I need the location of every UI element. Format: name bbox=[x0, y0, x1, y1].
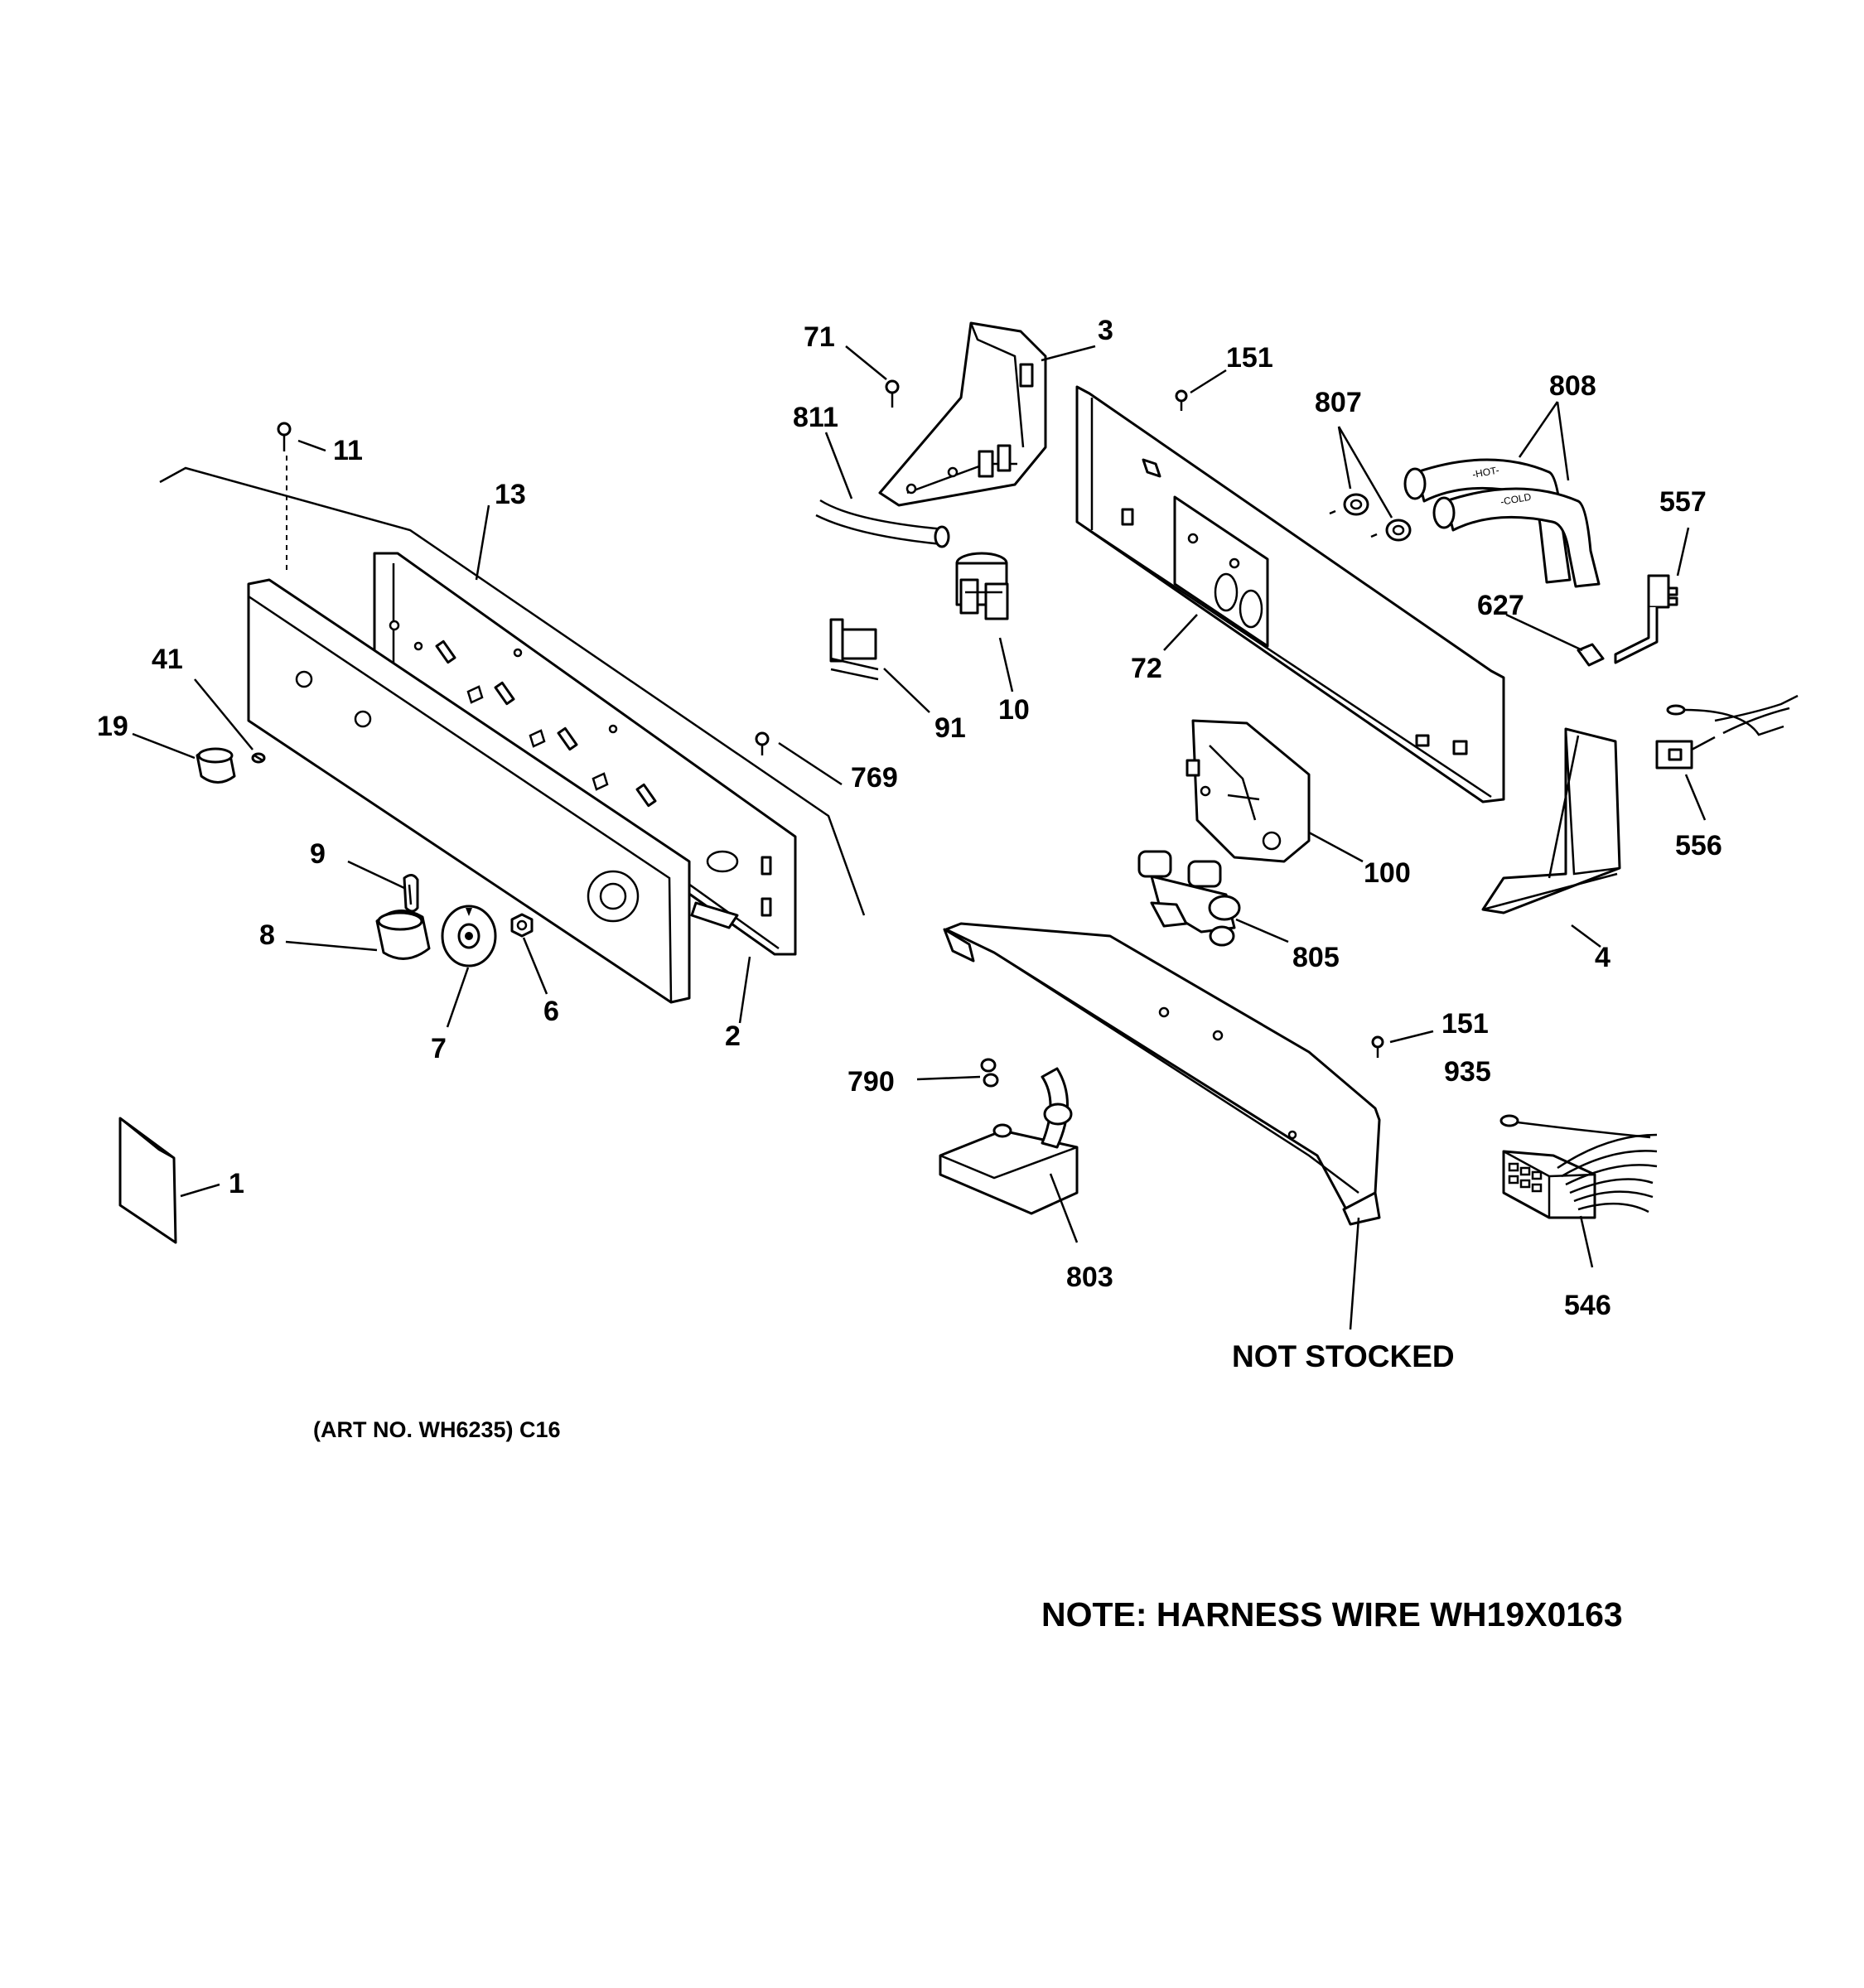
dial-7 bbox=[441, 905, 497, 967]
callout-8: 8 bbox=[259, 919, 275, 951]
harness-935-lead bbox=[1499, 1114, 1651, 1139]
not-stocked-label: NOT STOCKED bbox=[1232, 1339, 1455, 1373]
callout-13: 13 bbox=[495, 479, 526, 510]
tube-811 bbox=[815, 499, 950, 548]
harness-546 bbox=[1502, 1133, 1658, 1219]
callout-3: 3 bbox=[1098, 315, 1113, 346]
leader-lines bbox=[132, 345, 1707, 1330]
callout-546: 546 bbox=[1564, 1290, 1611, 1321]
callout-807: 807 bbox=[1315, 387, 1362, 418]
callout-627: 627 bbox=[1477, 590, 1524, 621]
fitting-803 bbox=[939, 1067, 1079, 1215]
callout-41: 41 bbox=[152, 644, 183, 675]
callout-11: 11 bbox=[333, 435, 363, 466]
callout-151-top: 151 bbox=[1226, 342, 1273, 374]
callout-100: 100 bbox=[1364, 857, 1411, 889]
callout-71: 71 bbox=[804, 321, 835, 353]
envelope-1 bbox=[118, 1117, 177, 1244]
callout-556: 556 bbox=[1675, 830, 1722, 861]
callout-769: 769 bbox=[851, 762, 898, 794]
spring-41 bbox=[251, 752, 266, 764]
callout-10: 10 bbox=[998, 694, 1030, 726]
screw-71 bbox=[885, 379, 900, 408]
hot-hose-label: -HOT- bbox=[1471, 464, 1500, 480]
cold-hose-808: -COLD bbox=[1432, 487, 1601, 588]
washer-807a bbox=[1329, 493, 1369, 516]
timer-100 bbox=[1186, 719, 1311, 863]
callout-790: 790 bbox=[847, 1066, 895, 1098]
water-valve-805 bbox=[1137, 850, 1241, 947]
nut-6 bbox=[510, 913, 534, 938]
screw-151-top bbox=[1175, 389, 1188, 411]
plug-557 bbox=[1614, 574, 1678, 664]
harness-note: NOTE: HARNESS WIRE WH19X0163 bbox=[1041, 1595, 1623, 1633]
connector-556 bbox=[1655, 694, 1799, 770]
art-number: (ART NO. WH6235) C16 bbox=[313, 1417, 561, 1442]
callout-811: 811 bbox=[793, 402, 838, 433]
clip-9 bbox=[403, 874, 419, 913]
knob-8 bbox=[375, 910, 431, 960]
screw-769 bbox=[755, 731, 770, 755]
lower-bracket-not-stocked bbox=[943, 922, 1381, 1226]
callout-72: 72 bbox=[1131, 653, 1162, 684]
callout-4: 4 bbox=[1595, 942, 1610, 973]
callout-557: 557 bbox=[1659, 486, 1707, 518]
callout-151-lower: 151 bbox=[1441, 1008, 1489, 1040]
washer-807b bbox=[1370, 519, 1412, 542]
callout-2: 2 bbox=[725, 1021, 741, 1052]
front-control-panel bbox=[247, 578, 691, 1004]
panel-bracket-2 bbox=[373, 552, 797, 956]
callout-91: 91 bbox=[934, 712, 966, 744]
screw-11 bbox=[277, 422, 292, 572]
callout-9: 9 bbox=[310, 838, 326, 870]
knob-19 bbox=[196, 747, 236, 784]
callout-935: 935 bbox=[1444, 1056, 1491, 1088]
pressure-switch-10 bbox=[955, 552, 1009, 620]
harness-546-pins bbox=[1508, 1162, 1543, 1193]
switch-91 bbox=[829, 618, 879, 681]
callout-7: 7 bbox=[431, 1033, 447, 1064]
callout-808: 808 bbox=[1549, 370, 1596, 402]
callout-1: 1 bbox=[229, 1168, 244, 1199]
callout-19: 19 bbox=[97, 711, 128, 742]
bracket-3 bbox=[878, 321, 1047, 507]
screw-151-lower bbox=[1371, 1035, 1384, 1058]
bracket-4 bbox=[1481, 727, 1621, 914]
callout-6: 6 bbox=[543, 996, 559, 1027]
panel-outline-13 bbox=[159, 466, 866, 916]
callout-803: 803 bbox=[1066, 1262, 1113, 1293]
callout-805: 805 bbox=[1292, 942, 1340, 973]
cold-hose-label: -COLD bbox=[1499, 491, 1533, 508]
back-panel-72 bbox=[1075, 385, 1505, 803]
clamp-790 bbox=[980, 1058, 999, 1088]
grommet-627 bbox=[1577, 643, 1605, 667]
